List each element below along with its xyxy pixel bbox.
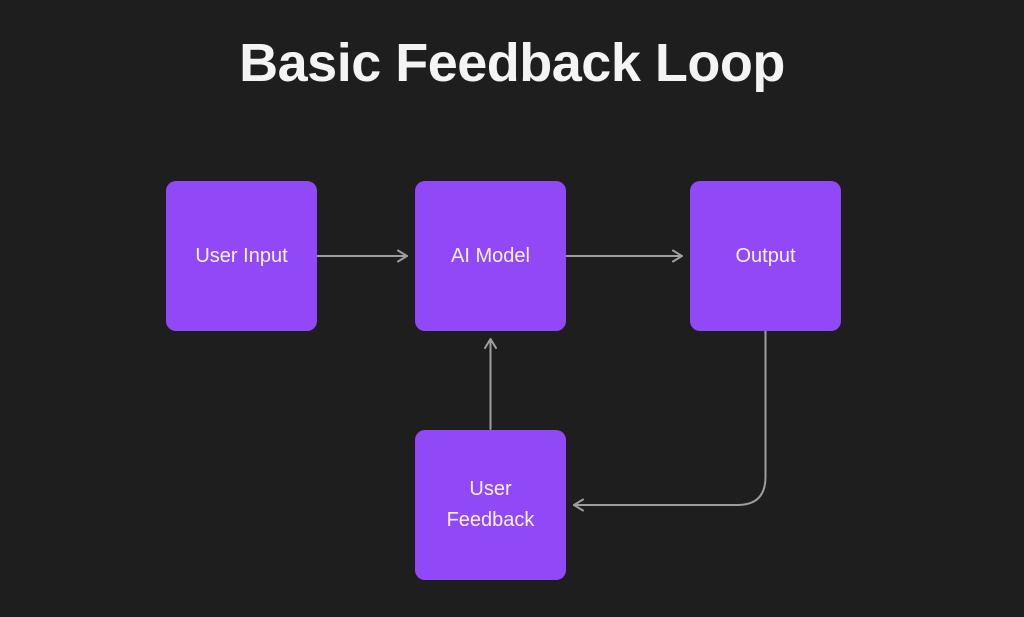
diagram-title: Basic Feedback Loop [239,33,785,93]
node-label: User Feedback [446,478,535,531]
node-label: Output [735,244,796,267]
node-output: Output [690,181,841,331]
node-ai-model: AI Model [415,181,566,331]
node-user-feedback: User Feedback [415,430,566,580]
node-user-input: User Input [166,181,317,331]
node-label: User Input [195,244,288,267]
edge-output-to-user-feedback [573,330,767,512]
node-label: AI Model [451,244,530,267]
